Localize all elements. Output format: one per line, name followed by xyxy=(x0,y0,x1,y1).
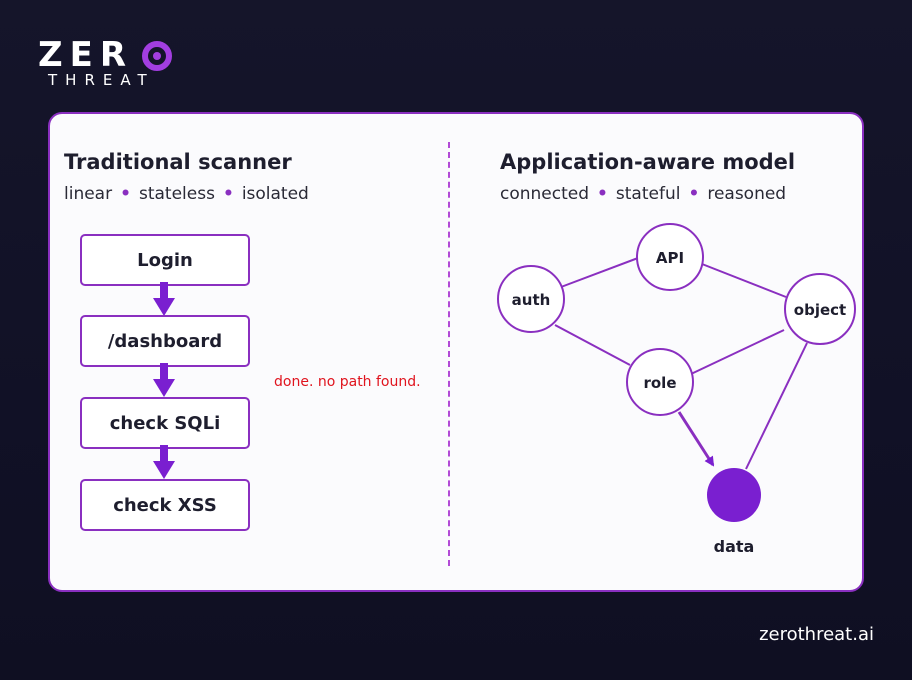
node-object xyxy=(784,273,856,345)
left-title: Traditional scanner xyxy=(64,150,292,174)
comparison-card: Traditional scanner linear • stateless • iso… xyxy=(48,112,864,592)
edge-object-data xyxy=(745,342,808,470)
right-title: Application-aware model xyxy=(500,150,796,174)
node-auth-label: auth xyxy=(512,291,551,309)
bullet-icon: • xyxy=(688,184,700,204)
edge-role-object xyxy=(690,329,785,375)
right-subtitle-item: stateful xyxy=(615,184,681,204)
logo-tagline: THREAT xyxy=(48,71,155,89)
left-subtitle: linear • stateless • isolated xyxy=(64,184,309,204)
step-check-xss: check XSS xyxy=(80,479,250,531)
down-arrow-icon xyxy=(153,363,175,397)
edge-role-data-arrow xyxy=(677,411,715,467)
edge-api-object xyxy=(701,263,787,298)
left-subtitle-item: isolated xyxy=(241,184,309,204)
down-arrow-icon xyxy=(153,282,175,316)
right-subtitle-item: connected xyxy=(500,184,590,204)
node-data-label: data xyxy=(714,537,755,556)
website-footer: zerothreat.ai xyxy=(759,624,874,645)
result-note: done. no path found. xyxy=(274,374,421,390)
node-auth xyxy=(497,265,565,333)
edge-auth-api xyxy=(560,257,639,288)
down-arrow-icon xyxy=(153,445,175,479)
logo-word: ZER xyxy=(38,35,134,75)
node-object-label: object xyxy=(794,301,846,319)
step-login: Login xyxy=(80,234,250,286)
node-api xyxy=(636,223,704,291)
edge-auth-role xyxy=(554,324,631,366)
bullet-icon: • xyxy=(222,184,234,204)
logo-o-icon xyxy=(142,41,172,71)
zerothreat-logo: ZER THREAT xyxy=(38,38,178,98)
node-data xyxy=(707,468,761,522)
node-role xyxy=(626,348,694,416)
node-api-label: API xyxy=(656,249,684,267)
bullet-icon: • xyxy=(120,184,131,204)
right-subtitle-item: reasoned xyxy=(707,184,787,204)
left-subtitle-item: stateless xyxy=(138,184,215,204)
node-role-label: role xyxy=(643,374,676,392)
right-subtitle: connected • stateful • reasoned xyxy=(500,184,786,204)
bullet-icon: • xyxy=(597,184,608,204)
panel-divider xyxy=(448,142,450,566)
step-dashboard: /dashboard xyxy=(80,315,250,367)
application-graph: API auth object role data xyxy=(497,223,856,556)
left-subtitle-item: linear xyxy=(64,184,113,204)
step-check-sqli: check SQLi xyxy=(80,397,250,449)
